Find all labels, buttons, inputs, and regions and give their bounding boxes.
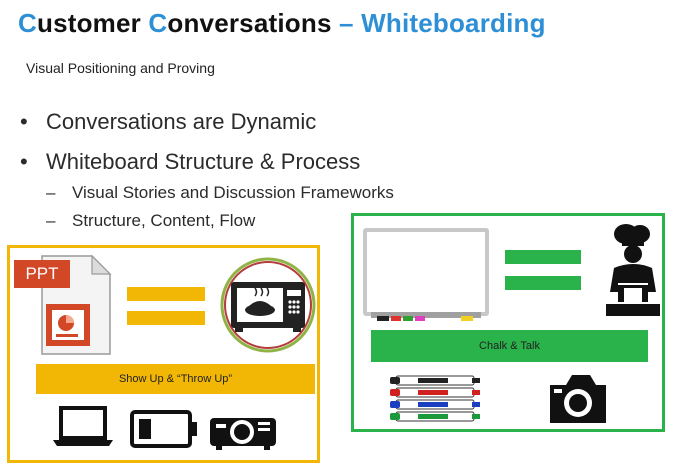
chalk-talk-label: Chalk & Talk xyxy=(371,330,648,362)
equals-bar-bottom xyxy=(127,311,205,325)
projector-icon xyxy=(208,410,278,452)
dash-glyph: – xyxy=(46,183,56,202)
sub-bullet-item: –Visual Stories and Discussion Framework… xyxy=(46,183,394,203)
document-icon xyxy=(14,254,114,358)
title-accent: – Whiteboarding xyxy=(331,8,546,38)
bullet-glyph: • xyxy=(20,149,28,174)
bullet-item: • Conversations are Dynamic xyxy=(20,109,316,135)
camera-icon xyxy=(546,371,610,425)
battery-icon xyxy=(130,410,198,448)
sub-bullet-label: Visual Stories and Discussion Frameworks xyxy=(72,183,394,202)
equals-bar-bottom xyxy=(505,276,581,290)
title-word: ustomer xyxy=(36,8,149,38)
title-letter: C xyxy=(148,8,168,38)
equals-bar-top xyxy=(505,250,581,264)
chef-icon xyxy=(604,222,662,318)
sub-bullet-label: Structure, Content, Flow xyxy=(72,211,256,230)
bullet-glyph: • xyxy=(20,109,28,134)
title-letter: C xyxy=(18,8,37,38)
bullet-item: • Whiteboard Structure & Process xyxy=(20,149,360,175)
page-subtitle: Visual Positioning and Proving xyxy=(26,60,215,76)
laptop-icon xyxy=(51,404,115,448)
dash-glyph: – xyxy=(46,211,56,230)
equals-bar-top xyxy=(127,287,205,301)
bullet-label: Whiteboard Structure & Process xyxy=(46,149,361,174)
markers-icon xyxy=(388,374,484,424)
ppt-label: PPT xyxy=(25,264,59,283)
sub-bullet-item: –Structure, Content, Flow xyxy=(46,211,255,231)
title-word: onversations xyxy=(167,8,332,38)
microwave-icon xyxy=(219,256,317,354)
page-title: Customer Conversations – Whiteboarding xyxy=(18,8,546,39)
bullet-label: Conversations are Dynamic xyxy=(46,109,317,134)
show-up-label: Show Up & “Throw Up” xyxy=(36,364,315,394)
whiteboard-icon xyxy=(361,226,491,326)
